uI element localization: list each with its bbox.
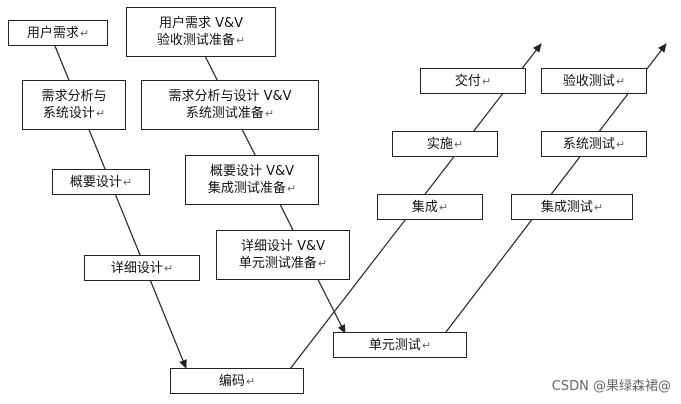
node-coding: 编码↵ (170, 368, 304, 394)
node-integration-test: 集成测试↵ (511, 194, 633, 220)
node-text: 需求分析与设计 V&V (168, 89, 292, 104)
return-mark-icon: ↵ (421, 338, 432, 352)
node-delivery: 交付↵ (420, 68, 526, 94)
node-text: 概要设计 (69, 174, 122, 190)
node-text: 验收测试准备 (156, 33, 235, 48)
return-mark-icon: ↵ (593, 200, 604, 214)
return-mark-icon: ↵ (615, 137, 626, 151)
node-user-requirement: 用户需求↵ (8, 20, 108, 46)
return-mark-icon: ↵ (615, 74, 626, 88)
node-vv-integration-prep: 概要设计 V&V 集成测试准备↵ (185, 155, 319, 205)
node-outline-design: 概要设计↵ (52, 169, 150, 195)
node-detailed-design: 详细设计↵ (84, 255, 200, 281)
node-text: 验收测试 (562, 73, 615, 89)
return-mark-icon: ↵ (438, 200, 449, 214)
node-text: 编码 (218, 373, 245, 389)
return-mark-icon: ↵ (163, 261, 174, 275)
node-requirement-analysis: 需求分析与 系统设计↵ (22, 80, 126, 130)
node-text: 系统测试准备 (185, 106, 264, 121)
node-unit-test: 单元测试↵ (333, 332, 467, 358)
node-text: 集成 (411, 199, 438, 215)
node-text: 详细设计 (110, 260, 163, 276)
node-implementation: 实施↵ (392, 131, 498, 157)
node-system-test: 系统测试↵ (541, 131, 647, 157)
return-mark-icon: ↵ (317, 257, 328, 270)
node-text: 用户需求 V&V (158, 16, 244, 31)
return-mark-icon: ↵ (235, 34, 246, 47)
node-text: 用户需求 (26, 25, 79, 41)
node-vv-system-prep: 需求分析与设计 V&V 系统测试准备↵ (141, 80, 319, 130)
return-mark-icon: ↵ (95, 107, 106, 120)
node-text: 系统测试 (562, 136, 615, 152)
node-text: 交付 (454, 73, 481, 89)
node-text: 概要设计 V&V (209, 164, 295, 179)
node-text: 系统设计 (42, 106, 95, 121)
node-vv-unit-prep: 详细设计 V&V 单元测试准备↵ (216, 230, 350, 280)
node-integration: 集成↵ (377, 194, 483, 220)
return-mark-icon: ↵ (481, 74, 492, 88)
node-text: 单元测试 (368, 337, 421, 353)
return-mark-icon: ↵ (122, 175, 133, 189)
node-text: 需求分析与 (41, 89, 107, 104)
node-text: 集成测试 (540, 199, 593, 215)
return-mark-icon: ↵ (245, 374, 256, 388)
node-text: 集成测试准备 (207, 181, 286, 196)
node-text: 单元测试准备 (238, 256, 317, 271)
node-text: 详细设计 V&V (240, 239, 326, 254)
return-mark-icon: ↵ (286, 182, 297, 195)
watermark: CSDN @果绿森裙@ (551, 379, 671, 394)
node-text: 实施 (426, 136, 453, 152)
node-acceptance-test: 验收测试↵ (541, 68, 647, 94)
node-vv-acceptance-prep: 用户需求 V&V 验收测试准备↵ (126, 7, 276, 57)
return-mark-icon: ↵ (453, 137, 464, 151)
return-mark-icon: ↵ (79, 26, 90, 40)
return-mark-icon: ↵ (264, 107, 275, 120)
